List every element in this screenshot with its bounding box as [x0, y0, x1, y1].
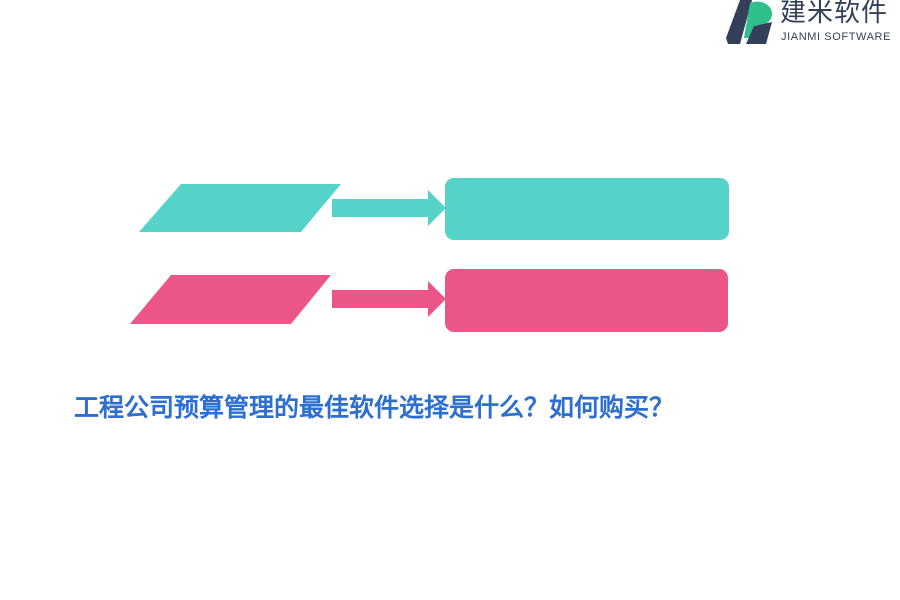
flow-row-1-parallelogram [139, 184, 341, 232]
page-title: 工程公司预算管理的最佳软件选择是什么？如何购买？ [74, 393, 675, 422]
brand-name-en: JIANMI SOFTWARE [781, 31, 892, 43]
brand-logo-icon [726, 0, 772, 44]
flow-row-2-box [445, 269, 728, 332]
flow-row-1 [139, 178, 729, 240]
flow-row-2-parallelogram [130, 275, 331, 324]
flow-row-1-box [445, 178, 729, 240]
flow-diagram [130, 178, 729, 332]
brand-name-cn: 建米软件 [780, 0, 889, 28]
flow-row-2-arrow [332, 281, 446, 317]
flow-row-1-arrow [332, 190, 446, 226]
flow-row-2 [130, 269, 728, 332]
brand-logo: 建米软件 JIANMI SOFTWARE [722, 0, 900, 46]
